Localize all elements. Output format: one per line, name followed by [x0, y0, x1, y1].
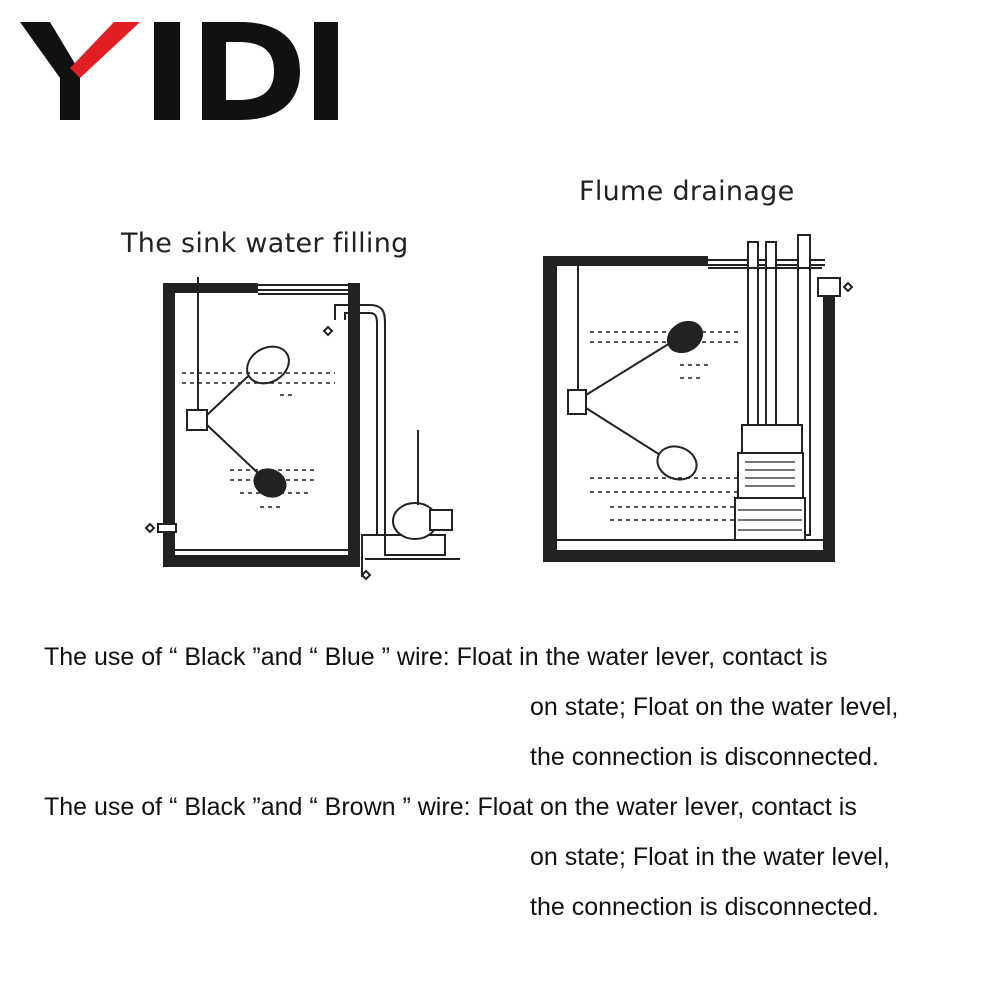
flume-drainage-diagram	[543, 234, 854, 562]
logo-y-right-arm	[70, 22, 140, 78]
outlet-valve-icon	[842, 281, 854, 293]
description-2-lead: The use of “ Black ”and “ Brown ” wire: …	[44, 793, 857, 821]
float-weight	[186, 409, 208, 431]
logo-d	[202, 22, 300, 120]
pump-head	[741, 424, 803, 454]
description-2-line-3: the connection is disconnected.	[530, 893, 879, 921]
side-connector	[157, 523, 177, 533]
logo-i-1	[154, 22, 180, 120]
yidi-logo	[20, 22, 338, 120]
logo-i-2	[314, 22, 338, 120]
description-1-lead: The use of “ Black ”and “ Blue ” wire: F…	[44, 643, 828, 671]
tank-wall-top	[163, 283, 258, 293]
description-1-line-2: on state; Float on the water level,	[530, 693, 899, 721]
description-1-line-3: the connection is disconnected.	[530, 743, 879, 771]
tank-wall-bottom	[543, 550, 835, 562]
discharge-pipe-1	[747, 241, 759, 443]
tank-wall-left	[543, 256, 557, 561]
logo-y-left-arm	[20, 22, 80, 120]
sink-filling-diagram	[144, 277, 460, 581]
float-weight	[567, 389, 587, 415]
pump-body	[737, 452, 804, 499]
tank-wall-right	[348, 283, 360, 565]
tank-wall-right	[823, 280, 835, 561]
outlet-box	[817, 277, 841, 297]
inlet-valve-icon	[322, 325, 334, 337]
sink-filling-title: The sink water filling	[121, 228, 409, 259]
upper-float	[666, 320, 704, 354]
tank-wall-bottom	[163, 555, 360, 567]
lower-float	[253, 468, 287, 498]
lower-float	[656, 445, 698, 481]
flume-drainage-title: Flume drainage	[579, 176, 795, 207]
inlet-pipe	[334, 304, 386, 536]
outlet-valve-icon	[360, 569, 372, 581]
tank-wall-top	[543, 256, 708, 266]
pump-base	[734, 497, 806, 541]
upper-float	[246, 345, 290, 385]
tank-wall-left	[163, 283, 175, 565]
discharge-pipe-2	[765, 241, 777, 443]
description-2-line-2: on state; Float in the water level,	[530, 843, 890, 871]
